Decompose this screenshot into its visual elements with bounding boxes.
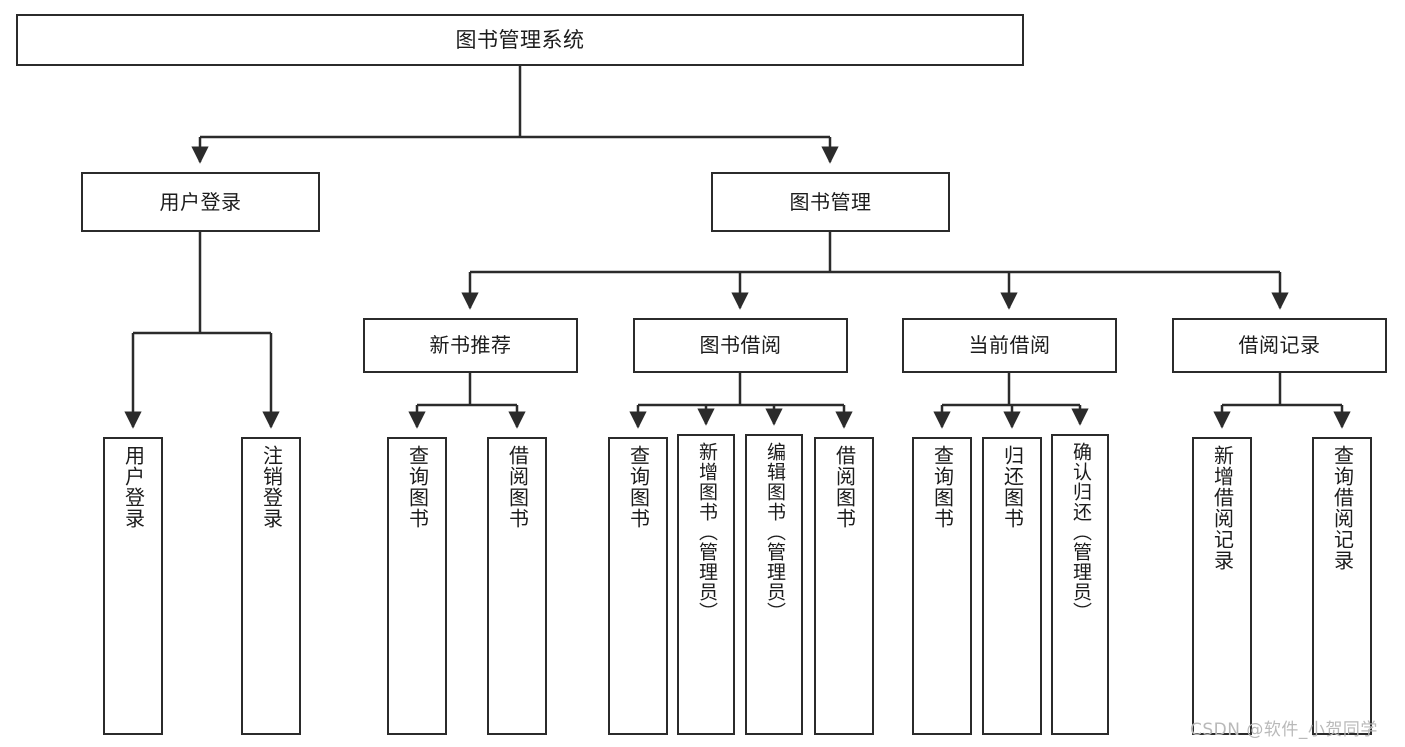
node-leaf-add-book[interactable]: 新增图书（管理员） (677, 434, 735, 735)
node-book-borrow[interactable]: 图书借阅 (633, 318, 848, 373)
node-leaf-logout-label: 注销登录 (259, 445, 284, 529)
node-leaf-user-login[interactable]: 用户登录 (103, 437, 163, 735)
node-leaf-edit-book[interactable]: 编辑图书（管理员） (745, 434, 803, 735)
node-leaf-return-book[interactable]: 归还图书 (982, 437, 1042, 735)
node-borrow-record-label: 借阅记录 (1238, 333, 1321, 357)
node-book-borrow-label: 图书借阅 (699, 333, 782, 357)
node-root-label: 图书管理系统 (455, 27, 585, 52)
node-book-manage[interactable]: 图书管理 (711, 172, 950, 232)
node-leaf-query-book-1[interactable]: 查询图书 (387, 437, 447, 735)
node-leaf-query-book-2[interactable]: 查询图书 (608, 437, 668, 735)
node-leaf-query-record-label: 查询借阅记录 (1330, 445, 1355, 571)
node-leaf-borrow-book-1[interactable]: 借阅图书 (487, 437, 547, 735)
node-leaf-add-record[interactable]: 新增借阅记录 (1192, 437, 1252, 735)
node-leaf-confirm-return[interactable]: 确认归还（管理员） (1051, 434, 1109, 735)
node-leaf-logout[interactable]: 注销登录 (241, 437, 301, 735)
node-user-login-label: 用户登录 (159, 189, 242, 214)
node-leaf-add-record-label: 新增借阅记录 (1210, 445, 1235, 571)
node-leaf-return-book-label: 归还图书 (1000, 445, 1025, 529)
node-user-login[interactable]: 用户登录 (81, 172, 320, 232)
node-borrow-record[interactable]: 借阅记录 (1172, 318, 1387, 373)
node-leaf-confirm-return-label: 确认归还（管理员） (1069, 442, 1092, 622)
node-leaf-borrow-book-2-label: 借阅图书 (832, 445, 857, 529)
node-current-borrow-label: 当前借阅 (968, 333, 1051, 357)
node-leaf-query-book-3[interactable]: 查询图书 (912, 437, 972, 735)
node-book-manage-label: 图书管理 (789, 189, 872, 214)
csdn-watermark: CSDN @软件_小贺同学 (1190, 720, 1378, 740)
node-leaf-query-record[interactable]: 查询借阅记录 (1312, 437, 1372, 735)
node-new-book-rec-label: 新书推荐 (429, 333, 512, 357)
node-leaf-edit-book-label: 编辑图书（管理员） (763, 442, 786, 622)
node-leaf-add-book-label: 新增图书（管理员） (695, 442, 718, 622)
node-leaf-user-login-label: 用户登录 (121, 445, 146, 529)
node-leaf-query-book-3-label: 查询图书 (930, 445, 955, 529)
node-current-borrow[interactable]: 当前借阅 (902, 318, 1117, 373)
node-new-book-rec[interactable]: 新书推荐 (363, 318, 578, 373)
node-leaf-query-book-2-label: 查询图书 (626, 445, 651, 529)
node-root[interactable]: 图书管理系统 (16, 14, 1024, 66)
node-leaf-borrow-book-1-label: 借阅图书 (505, 445, 530, 529)
node-leaf-query-book-1-label: 查询图书 (405, 445, 430, 529)
node-leaf-borrow-book-2[interactable]: 借阅图书 (814, 437, 874, 735)
